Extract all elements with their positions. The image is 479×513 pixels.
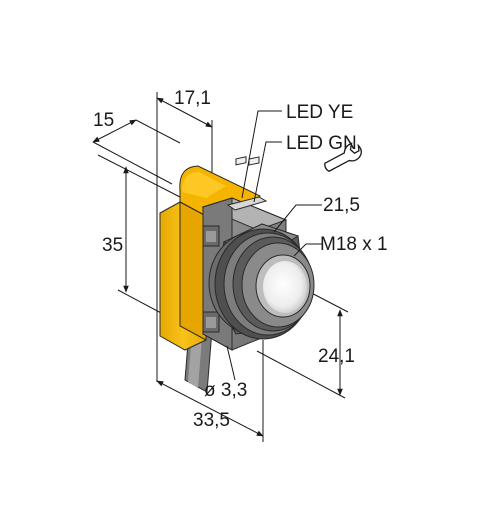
sensor-body bbox=[159, 156, 315, 393]
label-leaders bbox=[226, 110, 322, 381]
led-window bbox=[226, 156, 268, 211]
dim-cable-diameter: ø 3,3 bbox=[204, 380, 247, 401]
dim-thread: M18 x 1 bbox=[320, 234, 388, 255]
wrench-icon bbox=[324, 142, 362, 172]
mount-clips bbox=[202, 225, 220, 333]
dimension-labels: 15 17,1 35 ø 3,3 33,5 24,1 21,5 M18 x 1 … bbox=[93, 88, 388, 431]
dim-lens-offset: 24,1 bbox=[318, 346, 355, 367]
dim-height-left: 35 bbox=[102, 235, 123, 256]
label-led-ye: LED YE bbox=[286, 102, 353, 123]
label-led-gn: LED GN bbox=[286, 133, 357, 154]
housing-front-face bbox=[179, 201, 207, 341]
dim-total-length: 33,5 bbox=[193, 410, 230, 431]
lens bbox=[255, 254, 311, 318]
dimension-lines bbox=[92, 92, 349, 442]
dim-depth-top: 15 bbox=[93, 110, 114, 131]
dim-width-top: 17,1 bbox=[174, 88, 211, 109]
dim-nut-size: 21,5 bbox=[323, 195, 360, 216]
